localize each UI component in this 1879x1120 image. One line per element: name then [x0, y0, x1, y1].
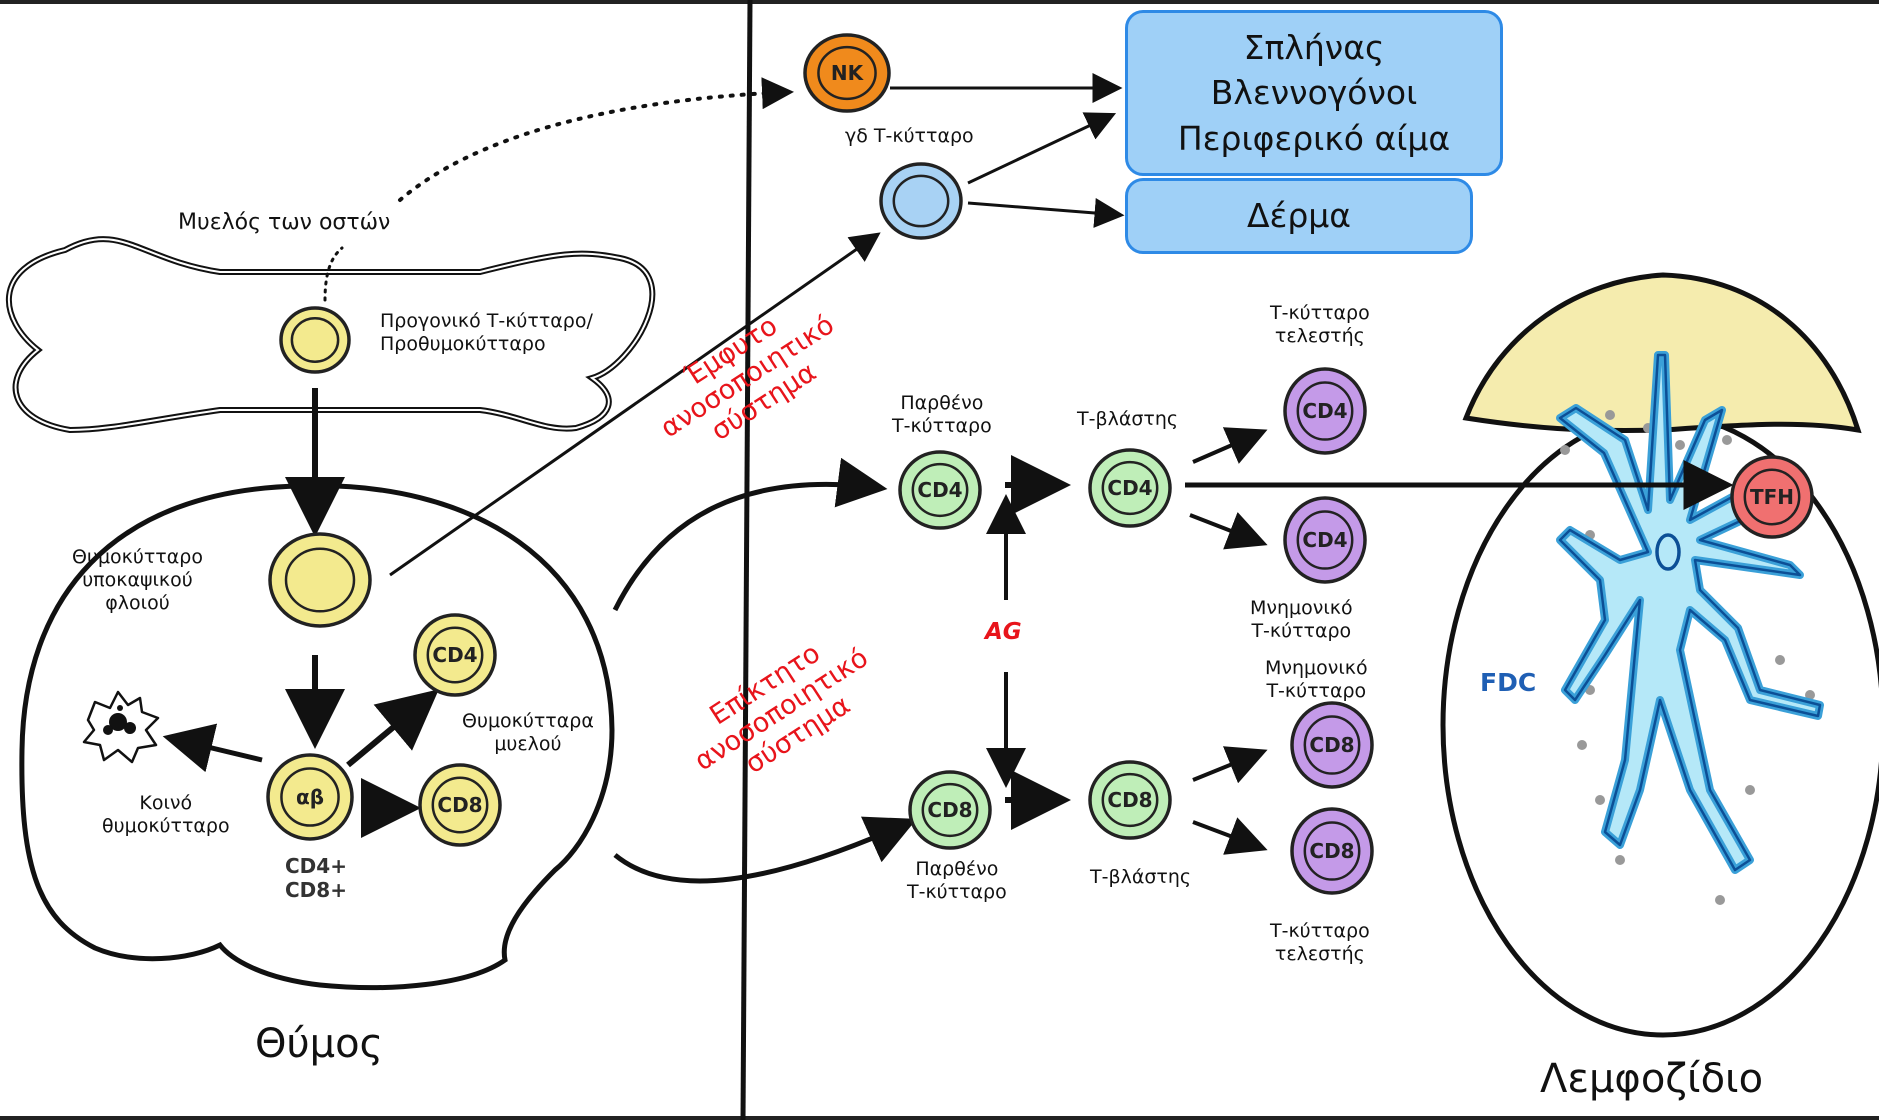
- gd-t-cell: [879, 162, 963, 240]
- blast-cd4-cell-label: CD4: [1107, 476, 1152, 500]
- label-fdc: FDC: [1480, 668, 1537, 697]
- apoptotic-cell-icon: [82, 690, 160, 764]
- progenitor-cell: [279, 306, 351, 374]
- label-blast-top: Τ-βλάστης: [1077, 408, 1179, 430]
- naive-cd4-cell-label: CD4: [917, 478, 962, 502]
- arrows: [162, 73, 1734, 884]
- dotted-path-to-nk: [398, 77, 794, 202]
- double-positive-ab-cell-label: αβ: [296, 785, 324, 809]
- naive-cd8-cell-label: CD8: [927, 798, 972, 822]
- label-gd-t-cell: γδ Τ-κύτταρο: [845, 125, 974, 147]
- effector-cd8-cell-label: CD8: [1309, 839, 1354, 863]
- medullary-cd8-cell: CD8: [418, 763, 502, 847]
- naive-cd8-cell: CD8: [908, 770, 992, 850]
- naive-cd4-cell: CD4: [898, 450, 982, 530]
- tfh-cell: TFH: [1730, 455, 1814, 539]
- medullary-cd4-cell-label: CD4: [432, 643, 477, 667]
- label-lymph-node: Λεμφοζίδιο: [1540, 1056, 1764, 1102]
- blast-cd8-cell-label: CD8: [1107, 788, 1152, 812]
- label-blast-bottom: Τ-βλάστης: [1090, 866, 1192, 888]
- label-thymus: Θύμος: [255, 1021, 384, 1067]
- memory-cd8-cell: CD8: [1290, 701, 1374, 789]
- box-skin: Δέρμα: [1125, 178, 1473, 254]
- label-antigen: AG: [985, 619, 1022, 645]
- effector-cd4-cell-label: CD4: [1302, 399, 1347, 423]
- blast-cd4-cell: CD4: [1088, 448, 1172, 528]
- memory-cd4-cell-label: CD4: [1302, 528, 1347, 552]
- medullary-cd8-cell-label: CD8: [437, 793, 482, 817]
- dotted-path-in-bone: [323, 246, 344, 302]
- tfh-cell-label: TFH: [1750, 485, 1794, 509]
- effector-cd4-cell: CD4: [1283, 367, 1367, 455]
- subcapsular-thymocyte-cell: [268, 532, 372, 628]
- memory-cd4-cell: CD4: [1283, 496, 1367, 584]
- double-positive-ab-cell: αβ: [266, 753, 354, 841]
- label-progenitor: Προγονικό Τ-κύτταρο/Προθυμοκύτταρο: [380, 310, 593, 356]
- label-cd4-cd8: CD4+CD8+: [285, 854, 347, 903]
- divider-line: [740, 0, 753, 1120]
- bone-inner-line: [8, 238, 654, 432]
- nk-cell: NK: [803, 33, 891, 113]
- label-bone-marrow: Μυελός των οστών: [178, 210, 391, 235]
- effector-cd8-cell: CD8: [1290, 807, 1374, 895]
- blast-cd8-cell: CD8: [1088, 760, 1172, 840]
- medullary-cd4-cell: CD4: [413, 613, 497, 697]
- nk-cell-label: NK: [831, 61, 865, 85]
- memory-cd8-cell-label: CD8: [1309, 733, 1354, 757]
